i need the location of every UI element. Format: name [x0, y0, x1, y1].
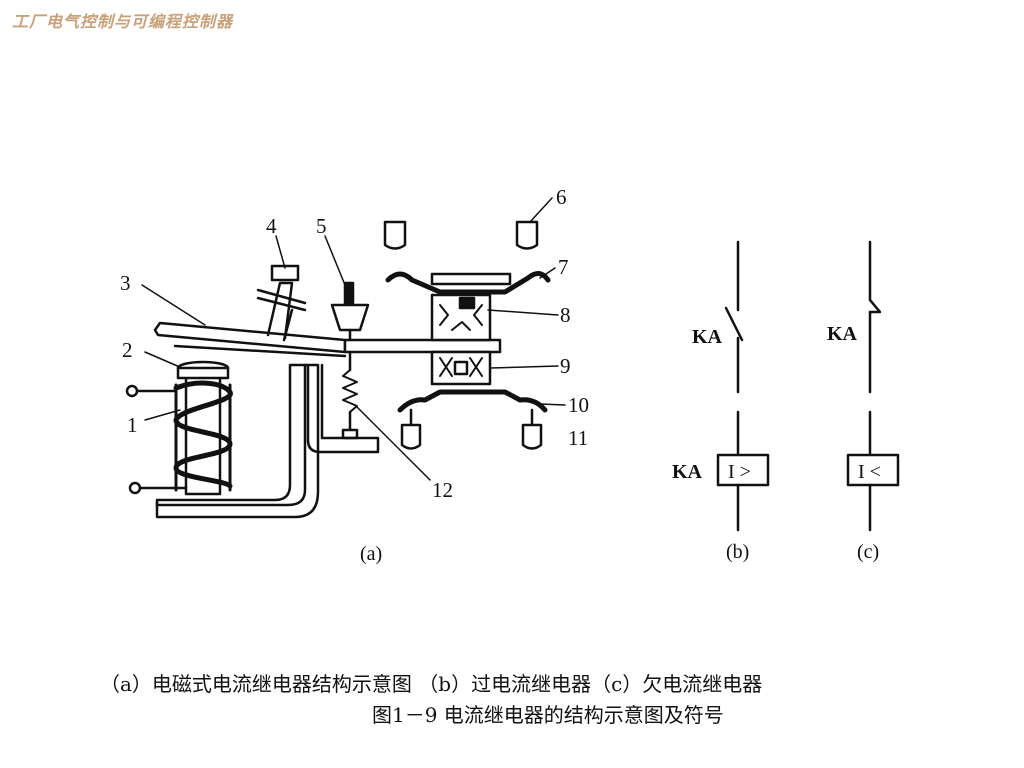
adjusting-screw [256, 264, 307, 342]
part-label-11: 11 [568, 426, 588, 450]
coil-symbol-b: I > [728, 461, 751, 483]
part-label-3: 3 [120, 271, 131, 295]
upper-terminal-left [383, 220, 407, 250]
part-label-6: 6 [556, 185, 567, 209]
leader-lines [141, 197, 566, 481]
part-label-8: 8 [560, 303, 571, 327]
yoke-frame [155, 363, 320, 519]
part-label-4: 4 [266, 214, 277, 238]
upper-terminal-right [515, 220, 539, 250]
symbol-b-contact [724, 240, 744, 394]
symbol-c-coil [846, 410, 900, 532]
part-label-1: 1 [127, 413, 138, 437]
upper-contact-block [430, 293, 492, 342]
subfigure-label-c: (c) [857, 541, 879, 563]
caption-line-2: 图1－9 电流继电器的结构示意图及符号 [372, 703, 724, 727]
symbol-b-coil [716, 410, 770, 532]
ka-label-b-coil: KA [672, 461, 703, 483]
contact-bar [343, 338, 502, 354]
ka-label-c-contact: KA [827, 323, 858, 345]
subfigure-label-a: (a) [360, 543, 382, 565]
symbol-c-contact [868, 240, 882, 394]
lower-contact-block [430, 350, 492, 386]
spring-bracket [330, 281, 370, 440]
part-label-2: 2 [122, 338, 133, 362]
part-label-7: 7 [558, 255, 569, 279]
subfigure-label-b: (b) [726, 541, 749, 563]
lower-bracket [306, 363, 380, 454]
ka-label-b-contact: KA [692, 326, 723, 348]
part-label-5: 5 [316, 214, 327, 238]
armature [153, 321, 347, 358]
coil-winding [173, 380, 233, 492]
part-label-10: 10 [568, 393, 589, 417]
lower-terminal-right [521, 408, 543, 450]
part-label-12: 12 [432, 478, 453, 502]
relay-diagram: 1 2 3 4 5 6 7 8 9 10 11 12 (a) (b) (c) K… [120, 185, 900, 565]
coil-symbol-c: I < [858, 461, 881, 483]
header-title: 工厂电气控制与可编程控制器 [12, 12, 234, 31]
lower-terminal-left [400, 408, 422, 450]
upper-contact-spring [385, 271, 551, 295]
caption-line-1: （a）电磁式电流继电器结构示意图 （b）过电流继电器（c）欠电流继电器 [100, 672, 763, 696]
part-label-9: 9 [560, 354, 571, 378]
lower-contact-spring [397, 389, 548, 413]
coil-terminals [125, 384, 188, 495]
